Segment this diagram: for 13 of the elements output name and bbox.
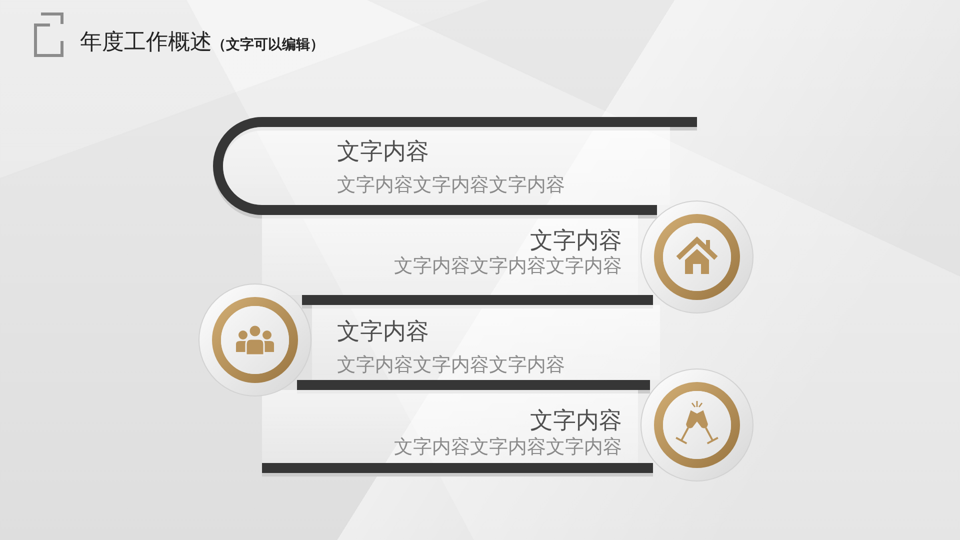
body-text: 文字内容文字内容文字内容: [337, 354, 565, 376]
content-band: [312, 305, 660, 380]
body-text: 文字内容文字内容文字内容: [394, 255, 622, 277]
content-band: [223, 127, 670, 205]
body-text: 文字内容文字内容文字内容: [394, 436, 622, 458]
heading-text: 文字内容: [530, 227, 622, 255]
content-band: [262, 215, 638, 295]
body-text: 文字内容文字内容文字内容: [337, 174, 565, 196]
title: 年度工作概述（文字可以编辑）: [80, 29, 324, 57]
heading-text: 文字内容: [337, 318, 429, 346]
heading-text: 文字内容: [530, 407, 622, 435]
content-band: [262, 390, 638, 463]
heading-text: 文字内容: [337, 138, 429, 166]
